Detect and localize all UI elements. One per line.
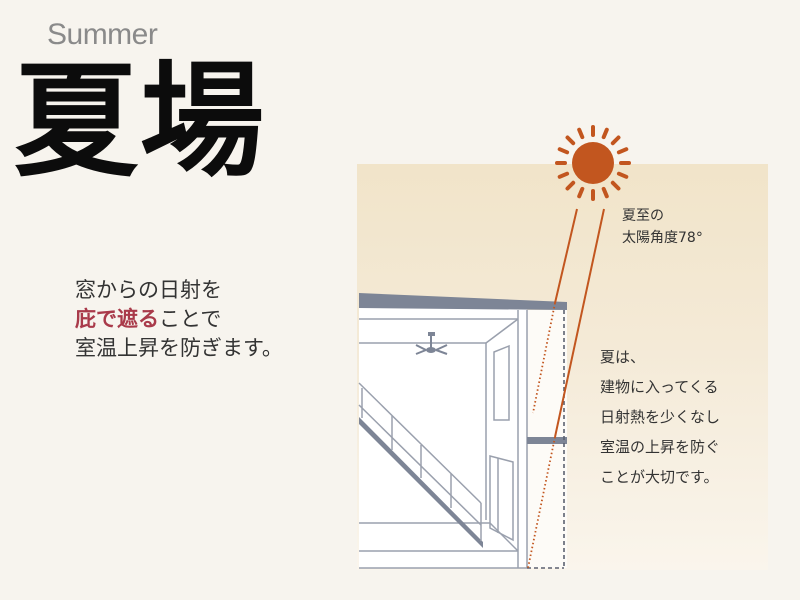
ceiling-fan-icon <box>415 332 448 355</box>
angle-note-line-2: 太陽角度78° <box>622 230 703 246</box>
lead-text: 窓からの日射を 庇で遮ることで 室温上昇を防ぎます。 <box>75 276 283 363</box>
building-icon <box>358 293 567 569</box>
solar-angle-note: 夏至の 太陽角度78° <box>622 205 703 249</box>
page-title: 夏場 <box>14 50 267 194</box>
summer-explanation: 夏は、 建物に入ってくる 日射熱を少くなし 室温の上昇を防ぐ ことが大切です。 <box>600 342 720 492</box>
sunlight-rays <box>527 208 605 569</box>
lead-line-1: 窓からの日射を <box>75 278 222 302</box>
body-note-line: 日射熱を少くなし <box>600 408 721 426</box>
body-note-line: 建物に入ってくる <box>600 378 719 396</box>
body-note-line: 夏は、 <box>600 348 646 366</box>
sun-icon <box>555 125 631 201</box>
lead-highlight: 庇で遮る <box>75 307 159 331</box>
lead-line-2-rest: ことで <box>159 307 222 331</box>
angle-note-line-1: 夏至の <box>622 208 664 224</box>
body-note-line: ことが大切です。 <box>600 468 719 486</box>
summer-label: Summer <box>47 18 158 51</box>
lead-line-2: 庇で遮ることで <box>75 305 283 334</box>
lead-line-3: 室温上昇を防ぎます。 <box>75 336 283 360</box>
body-note-line: 室温の上昇を防ぐ <box>600 438 721 456</box>
